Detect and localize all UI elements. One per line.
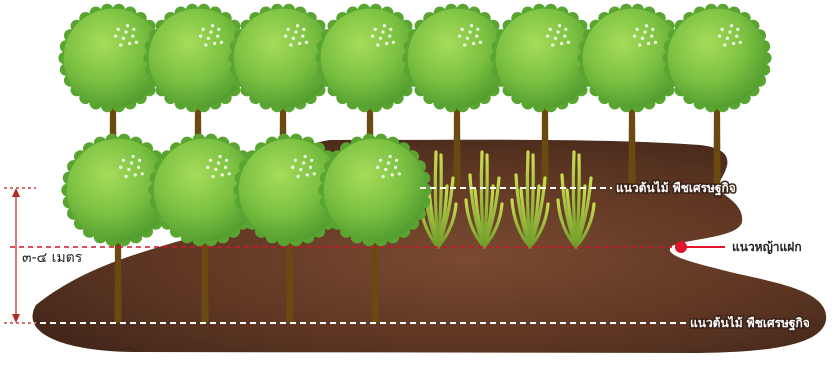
tree-row-label-top: แนวต้นไม้ พืชเศรษฐกิจ: [616, 180, 736, 196]
tree-row-label-bottom: แนวต้นไม้ พืชเศรษฐกิจ: [690, 315, 810, 331]
vetiver-row-label: แนวหญ้าแฝก: [732, 240, 802, 254]
vetiver-row-marker: [675, 241, 687, 253]
back-tree-canopy: [662, 4, 771, 112]
spacing-label: ๓-๔ เมตร: [22, 250, 83, 266]
